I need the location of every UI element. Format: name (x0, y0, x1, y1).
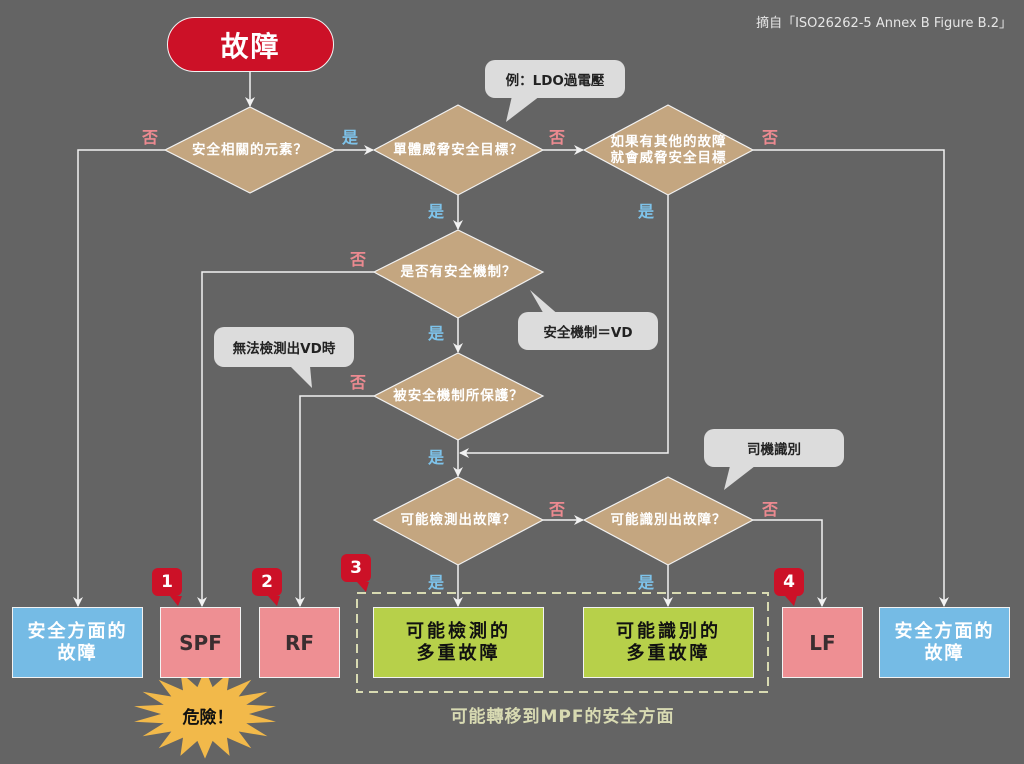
branch-yes-combined: 是 (638, 202, 655, 221)
badge-4: 4 (774, 568, 804, 596)
decision-perceivable (582, 476, 755, 566)
connector-combined-no (753, 149, 949, 607)
connector-protected-no (295, 395, 374, 607)
callout-vd-undetected: 無法檢測出VD時 (214, 327, 354, 367)
badge-tail-1 (170, 596, 182, 606)
decision-single-violates-label: 單體威脅安全目標？ (393, 142, 524, 158)
decision-detectable (372, 476, 545, 566)
decision-single-violates (372, 104, 545, 196)
badge-1: 1 (152, 568, 182, 596)
danger-burst-shape (134, 669, 276, 759)
branch-no-single: 否 (549, 128, 566, 147)
decision-perceivable-label: 可能識別出故障？ (610, 512, 727, 528)
decision-detectable-label: 可能檢測出故障？ (400, 512, 517, 528)
connector-safety-no (73, 149, 165, 607)
source-note: 摘自「ISO26262-5 Annex B Figure B.2」 (756, 16, 1012, 31)
decision-safety-related (163, 106, 337, 194)
start-fault-node: 故障 (167, 17, 334, 72)
branch-yes-safety: 是 (342, 128, 359, 147)
decision-combined-violates-label: 如果有其他的故障 就會威脅安全目標 (610, 134, 727, 166)
decision-has-mechanism-label: 是否有安全機制？ (400, 264, 517, 280)
callout-tail-ldo (506, 96, 540, 122)
outcome-rf: RF (259, 607, 340, 678)
branch-yes-mechanism: 是 (428, 324, 445, 343)
outcome-perceived-mpf: 可能識別的 多重故障 (583, 607, 754, 678)
branch-yes-single: 是 (428, 202, 445, 221)
badge-tail-2 (268, 596, 280, 606)
decision-combined-violates (582, 104, 755, 196)
callout-ldo-example: 例：LDO過電壓 (485, 60, 625, 98)
branch-yes-detectable: 是 (428, 573, 445, 592)
outcome-spf: SPF (160, 607, 241, 678)
outcome-lf: LF (782, 607, 863, 678)
callout-tail-undetected (290, 366, 312, 388)
callout-tail-driver (724, 466, 755, 490)
branch-yes-protected: 是 (428, 448, 445, 467)
connector-mechanism-no (197, 271, 374, 607)
branch-no-perceivable: 否 (762, 500, 779, 519)
connector-combined-yes (459, 195, 669, 458)
callout-mechanism-vd: 安全機制＝VD (518, 312, 658, 350)
branch-no-safety: 否 (142, 128, 159, 147)
badge-2: 2 (252, 568, 282, 596)
branch-no-mechanism: 否 (350, 250, 367, 269)
connector-perceivable-no (753, 519, 827, 607)
mpf-group-caption: 可能轉移到MPF的安全方面 (450, 707, 675, 727)
outcome-detected-mpf: 可能檢測的 多重故障 (373, 607, 544, 678)
decision-safety-related-label: 安全相關的元素？ (192, 142, 308, 158)
badge-tail-4 (785, 596, 797, 606)
outcome-safe-fault-right: 安全方面的 故障 (879, 607, 1010, 678)
decision-has-mechanism (372, 229, 545, 319)
badge-3: 3 (341, 554, 371, 582)
decision-protected-label: 被安全機制所保護？ (393, 388, 524, 404)
callout-tail-vd (530, 290, 560, 316)
branch-no-protected: 否 (350, 373, 367, 392)
branch-no-combined: 否 (762, 128, 779, 147)
branch-no-detectable: 否 (549, 500, 566, 519)
outcome-safe-fault-left: 安全方面的 故障 (12, 607, 143, 678)
danger-burst-label: 危險！ (182, 708, 234, 728)
badge-tail-3 (357, 582, 369, 592)
decision-protected (372, 352, 545, 441)
branch-yes-perceivable: 是 (638, 573, 655, 592)
callout-driver-perceived: 司機識別 (704, 429, 844, 467)
